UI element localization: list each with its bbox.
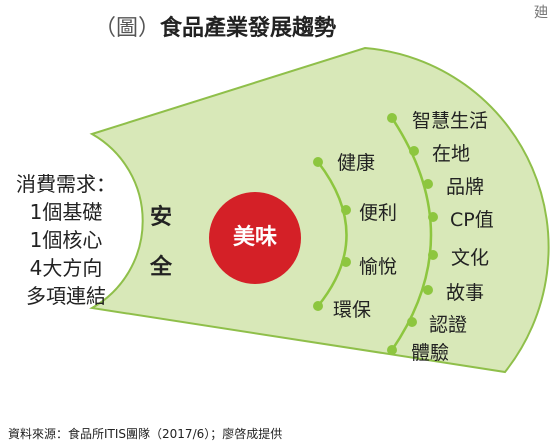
outer-label-local: 在地 [432,143,471,165]
outer-node-local [409,146,419,156]
demand-line: 1個核心 [29,228,103,252]
inner-label-convenience: 便利 [359,202,398,224]
outer-node-brand [423,179,433,189]
demand-line: 1個基礎 [29,200,103,224]
fan-background [89,46,550,374]
inner-arc [317,161,348,307]
demand-line: 消費需求： [16,172,116,196]
outer-node-experience [387,345,397,355]
outer-label-smart-life: 智慧生活 [412,110,489,132]
title-open-paren: （ [94,16,117,41]
inner-label-eco: 環保 [333,299,372,321]
outer-node-culture [428,250,438,260]
figure-title: （圖）食品產業發展趨勢 [94,10,336,42]
source-note: 資料來源：食品所ITIS團隊（2017/6）；廖啓成提供 [8,427,283,441]
demand-line: 4大方向 [29,256,103,280]
outer-label-culture: 文化 [451,247,490,269]
consumer-demand-list: 消費需求： 1個基礎 1個核心 4大方向 多項連結 [8,170,124,310]
inner-label-health: 健康 [337,152,376,174]
corner-mark: 廸 [534,5,548,21]
inner-label-joy: 愉悅 [359,256,398,278]
title-close-paren: ） [138,16,161,41]
outer-node-cp [428,212,438,222]
core-circle [209,192,301,284]
outer-label-cp: CP值 [450,209,494,231]
inner-node-convenience [341,205,351,215]
inner-node-eco [313,301,323,311]
inner-node-joy [341,257,351,267]
title-figure-word: 圖 [116,16,139,41]
outer-label-story: 故事 [446,282,485,304]
core-label: 美味 [232,225,277,250]
outer-label-brand: 品牌 [446,176,485,198]
outer-node-smart-life [387,113,397,123]
outer-label-certification: 認證 [429,314,468,336]
title-text: 食品產業發展趨勢 [160,16,337,41]
inner-node-health [313,157,323,167]
outer-node-certification [407,317,417,327]
outer-label-experience: 體驗 [411,342,450,364]
safety-char-1: 安 [150,205,173,230]
demand-line: 多項連結 [26,284,106,308]
safety-char-2: 全 [150,255,173,280]
outer-node-story [423,285,433,295]
